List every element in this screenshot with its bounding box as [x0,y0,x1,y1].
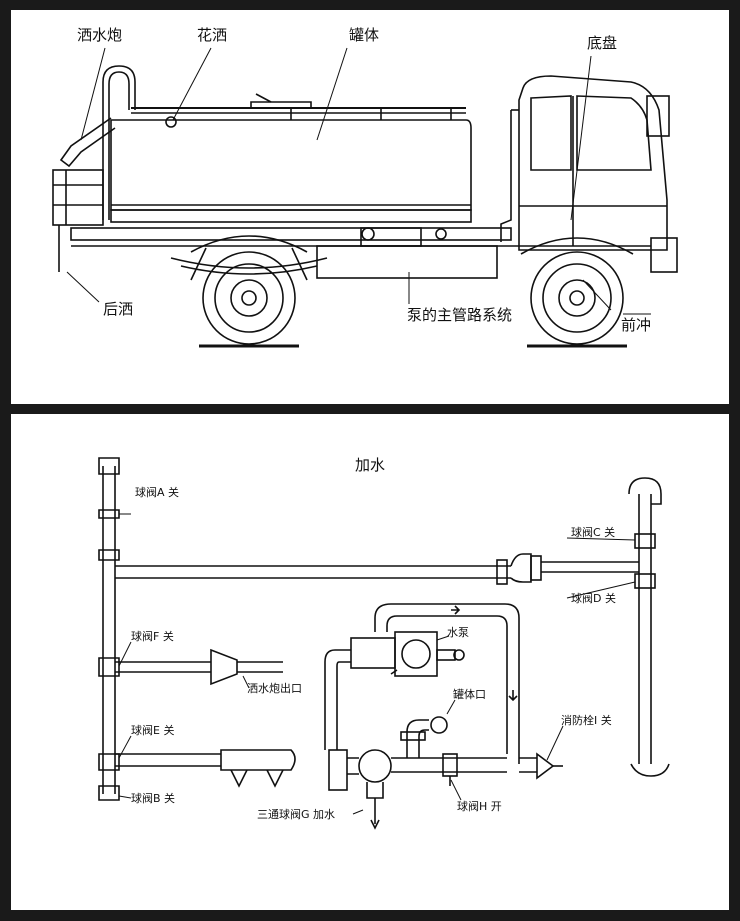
front-bumper [650,237,678,273]
label-water-cannon: 洒水炮 [77,26,122,44]
right-vertical-pipe [638,494,652,764]
cannon-pipe [102,65,136,220]
three-way-valve-g [358,749,392,783]
valve-c-body [634,533,656,549]
pump-pipe-box [316,245,498,279]
hydrant-valve [536,752,555,780]
leader-lines [66,47,651,315]
label-chassis: 底盘 [587,34,617,52]
truck-drawing: 洒水炮 花洒 罐体 底盘 后洒 泵的主管路系统 前冲 [52,26,678,348]
label-sprinkler: 花洒 [197,26,227,44]
cannon-outlet-valve [210,648,238,686]
sprinkler-head [165,116,177,128]
label-front-flush: 前冲 [621,316,651,334]
label-tank: 罐体 [349,26,379,44]
pipe-diagram-panel: 加水 [11,414,729,910]
top-horizontal-pipe [115,565,511,579]
pipe-network [98,457,670,830]
tank-shape [110,119,472,211]
water-pump-impeller [401,639,431,669]
leader-lines-bottom [118,513,636,815]
rear-wheel-tire [202,251,296,345]
label-valve-h: 球阀H 开 [457,799,502,813]
pipe-drawing: 加水 [98,456,670,830]
rear-platform [52,169,104,226]
cab-windshield [576,95,652,171]
label-rear-sprinkler: 后洒 [103,300,133,318]
valve-e-body [98,753,120,771]
label-cannon-outlet: 洒水炮出口 [247,681,302,695]
label-valve-d: 球阀D 关 [571,591,616,605]
left-main-pipe [102,466,116,794]
water-cannon [59,117,116,168]
label-hydrant-valve: 消防栓I 关 [561,713,612,727]
exhaust-pipe [500,110,512,242]
valve-f-body [98,657,120,677]
label-pump: 水泵 [447,626,469,639]
front-wheel-tire [530,251,624,345]
pump-loop-pipe [374,603,520,764]
label-pump-main-pipe: 泵的主管路系统 [407,306,512,324]
label-valve-e: 球阀E 关 [131,723,174,737]
label-three-way-valve: 三通球阀G 加水 [257,807,335,821]
truck-diagram-panel: 洒水炮 花洒 罐体 底盘 后洒 泵的主管路系统 前冲 [11,10,729,404]
tank-base-rail [110,209,472,223]
chassis-frame [70,227,512,241]
side-mirror [646,95,670,137]
tank-port [430,716,448,734]
label-valve-b: 球阀B 关 [131,791,175,805]
front-fender [520,237,634,255]
rear-fender [190,235,308,253]
label-valve-f: 球阀F 关 [131,629,174,643]
manhole [250,101,312,109]
label-tank-port: 罐体口 [453,687,486,701]
cab [518,75,668,251]
label-valve-c: 球阀C 关 [571,525,615,539]
cab-rear-window [530,95,572,171]
label-valve-a: 球阀A 关 [135,485,179,499]
diagram-title: 加水 [355,456,385,474]
valve-d-body [634,573,656,589]
valve-a-body [98,509,120,519]
truck-body [52,65,678,348]
